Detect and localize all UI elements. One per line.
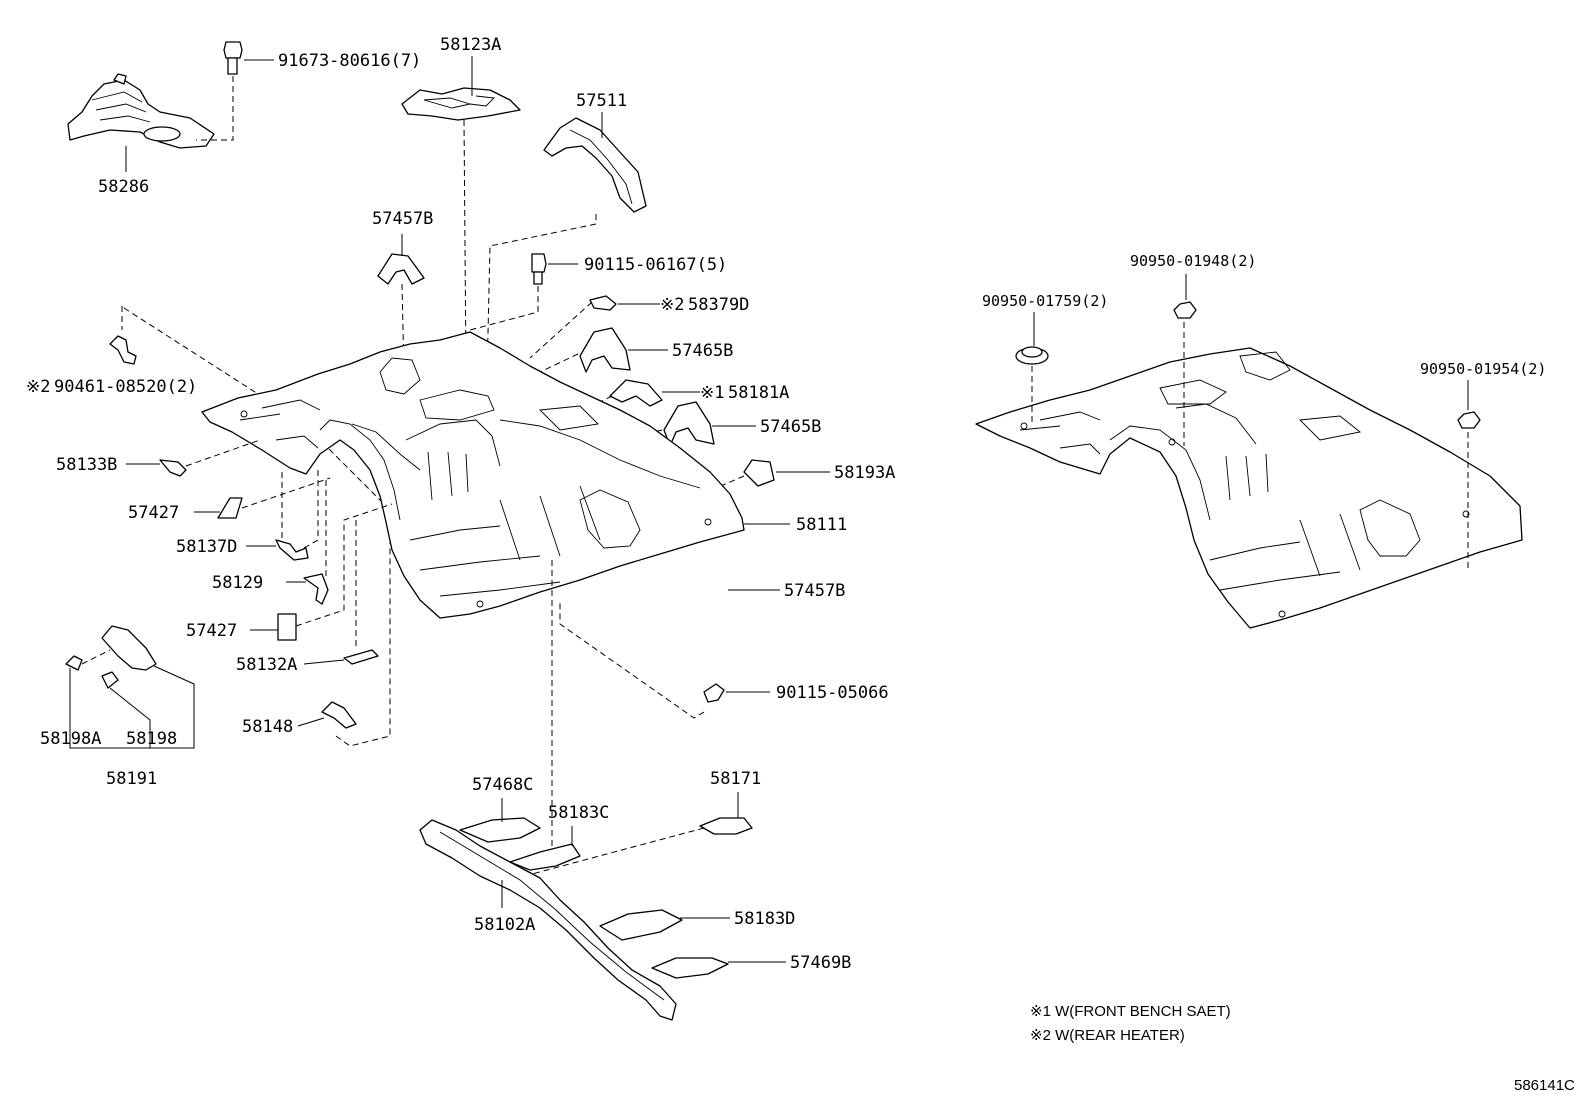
label-58183C: 58183C bbox=[548, 803, 609, 823]
label-57469B: 57469B bbox=[790, 953, 851, 973]
part-58191-group bbox=[65, 625, 195, 749]
part-57469B-bracket bbox=[651, 957, 729, 979]
label-58183D: 58183D bbox=[734, 909, 795, 929]
grommet-90950-01954-icon bbox=[1457, 411, 1481, 429]
part-57465B-bracket-1 bbox=[579, 327, 631, 373]
label-57457B-bottom: 57457B bbox=[784, 581, 845, 601]
part-58183D-bracket bbox=[599, 909, 683, 941]
label-58148: 58148 bbox=[242, 717, 293, 737]
part-58102A-frame bbox=[419, 819, 677, 1021]
label-57465B-1: 57465B bbox=[672, 341, 733, 361]
part-57468C-bracket bbox=[459, 817, 541, 843]
footnote-2: ※2 W(REAR HEATER) bbox=[1030, 1027, 1185, 1044]
part-57427-pad-1 bbox=[217, 497, 243, 519]
part-58111-floor-pan-rear-heater bbox=[975, 347, 1523, 629]
label-58102A: 58102A bbox=[474, 915, 535, 935]
part-57457B-top-bracket bbox=[377, 253, 425, 285]
label-57457B-top: 57457B bbox=[372, 209, 433, 229]
diagram-id: 586141C bbox=[1514, 1077, 1575, 1094]
footnote-1: ※1 W(FRONT BENCH SAET) bbox=[1030, 1003, 1231, 1020]
label-57427-1: 57427 bbox=[128, 503, 179, 523]
part-58286-shift-boot bbox=[67, 73, 215, 149]
note-mark-2-58379D: ※2 bbox=[660, 295, 684, 315]
bolt-91673-icon bbox=[223, 41, 243, 75]
part-58183C-bracket bbox=[509, 843, 581, 871]
label-90950-01954: 90950-01954(2) bbox=[1420, 360, 1546, 378]
part-58193A-bracket bbox=[743, 459, 775, 487]
part-90461-clip bbox=[109, 335, 137, 365]
label-57468C: 57468C bbox=[472, 775, 533, 795]
label-58193A: 58193A bbox=[834, 463, 895, 483]
label-58191: 58191 bbox=[106, 769, 157, 789]
part-58148-bracket bbox=[321, 701, 357, 729]
label-90115-06167: 90115-06167(5) bbox=[584, 255, 727, 275]
grommet-90950-01759-icon bbox=[1015, 346, 1049, 365]
note-mark-2-90461: ※2 bbox=[26, 377, 50, 397]
label-58379D: 58379D bbox=[688, 295, 749, 315]
part-58111-floor-pan bbox=[201, 331, 745, 619]
label-57511: 57511 bbox=[576, 91, 627, 111]
bolt-90115-05066-icon bbox=[703, 683, 725, 703]
part-58171-bracket bbox=[699, 817, 753, 835]
label-58133B: 58133B bbox=[56, 455, 117, 475]
label-90950-01948: 90950-01948(2) bbox=[1130, 252, 1256, 270]
part-58132A-clip bbox=[343, 649, 379, 665]
note-mark-1-58181A: ※1 bbox=[700, 383, 724, 403]
label-58132A: 58132A bbox=[236, 655, 297, 675]
bolt-90115-06167-icon bbox=[531, 253, 547, 285]
label-90950-01759: 90950-01759(2) bbox=[982, 292, 1108, 310]
label-90461-08520: 90461-08520(2) bbox=[54, 377, 197, 397]
grommet-90950-01948-icon bbox=[1173, 301, 1197, 319]
footnotes: ※1 W(FRONT BENCH SAET) ※2 W(REAR HEATER) bbox=[1030, 1003, 1231, 1044]
label-90115-05066: 90115-05066 bbox=[776, 683, 889, 703]
label-58171: 58171 bbox=[710, 769, 761, 789]
label-58123A: 58123A bbox=[440, 35, 501, 55]
label-57427-2: 57427 bbox=[186, 621, 237, 641]
part-58137D-bracket bbox=[275, 539, 309, 561]
part-58123A-bracket bbox=[401, 87, 521, 121]
label-58137D: 58137D bbox=[176, 537, 237, 557]
label-58181A: 58181A bbox=[728, 383, 789, 403]
part-58379D-clip bbox=[589, 295, 617, 311]
label-58198A: 58198A bbox=[40, 729, 101, 749]
leader-lines bbox=[125, 56, 1469, 963]
label-58198: 58198 bbox=[126, 729, 177, 749]
part-58133B-clip bbox=[159, 459, 187, 477]
part-57511-crossmember bbox=[543, 117, 647, 213]
part-58181A-bracket bbox=[609, 379, 663, 407]
part-58129-bracket bbox=[303, 573, 329, 605]
part-57427-pad-2 bbox=[277, 613, 297, 641]
part-57465B-bracket-2 bbox=[663, 401, 715, 447]
label-58286: 58286 bbox=[98, 177, 149, 197]
label-58111: 58111 bbox=[796, 515, 847, 535]
label-58129: 58129 bbox=[212, 573, 263, 593]
part-labels: 91673-80616(7) 58123A 57511 58286 57457B… bbox=[26, 35, 1546, 973]
label-91673-80616: 91673-80616(7) bbox=[278, 51, 421, 71]
label-57465B-2: 57465B bbox=[760, 417, 821, 437]
